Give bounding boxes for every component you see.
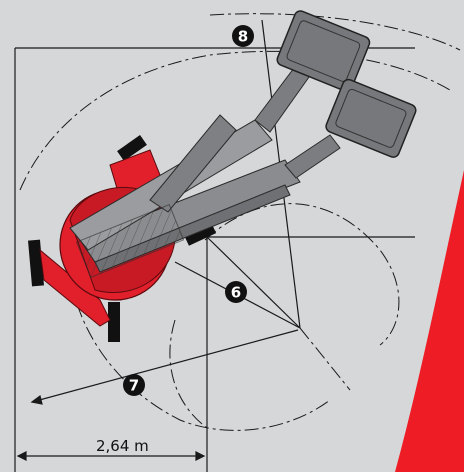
callout-turning-radius: 6 <box>225 281 247 303</box>
work-baskets <box>276 10 417 158</box>
callout-outer-swing-label: 7 <box>129 377 139 395</box>
callout-turning-radius-label: 6 <box>231 284 241 302</box>
boom-arms <box>69 59 341 278</box>
callout-basket-reach-label: 8 <box>238 28 248 46</box>
width-dimension <box>16 451 206 461</box>
width-dimension-label: 2,64 m <box>96 437 149 455</box>
callout-basket-reach: 8 <box>232 25 254 47</box>
callout-outer-swing: 7 <box>123 374 145 396</box>
outer-swing-dimension <box>30 329 299 405</box>
accent-stripe <box>395 170 464 472</box>
